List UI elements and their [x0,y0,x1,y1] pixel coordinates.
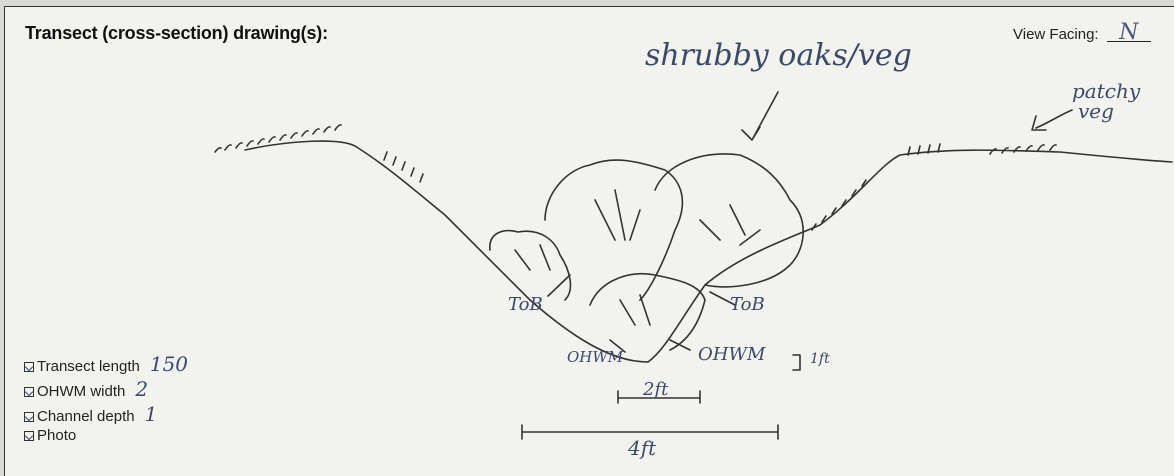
shrub-annotation: shrubby oaks/veg [645,38,912,73]
depth-bracket [793,355,800,370]
checklist-item-photo: Photo [24,427,188,452]
shrub-lower [590,274,705,350]
ohwm-width-label: OHWM width [37,383,125,400]
photo-checkbox[interactable] [24,431,34,441]
ohwm-width-checkbox[interactable] [24,387,34,397]
channel-depth-checkbox[interactable] [24,412,34,422]
veg-hatch-left [215,125,341,152]
channel-depth-value: 1 [145,402,158,426]
veg-hatch-right-slope [812,180,866,230]
depth-label: 1ft [810,351,830,367]
ohwm-left-label: OHWM [567,348,624,366]
shrub-arrow [742,92,778,140]
shrub-left [490,231,571,300]
transect-checklist: Transect length 150 OHWM width 2 Channel… [24,352,188,452]
checklist-item-transect-length: Transect length 150 [24,352,188,377]
ground-profile-left [245,141,648,362]
ground-profile-right [648,150,1172,362]
width-large-label: 4ft [627,436,657,460]
ohwm-right-label: OHWM [698,344,766,365]
transect-length-value: 150 [150,352,188,376]
checklist-item-ohwm-width: OHWM width 2 [24,377,188,402]
channel-depth-label: Channel depth [37,408,135,425]
width-small-label: 2ft [642,379,669,400]
veg-hatch-slope [384,152,423,182]
photo-label: Photo [37,427,76,444]
patchy-arrow [1032,110,1072,130]
tob-right-label: ToB [730,294,765,315]
transect-length-checkbox[interactable] [24,362,34,372]
transect-length-label: Transect length [37,358,140,375]
tob-left-label: ToB [508,294,543,315]
checklist-item-channel-depth: Channel depth 1 [24,402,188,427]
ohwm-width-value: 2 [135,377,148,401]
patchy-annotation-2: veg [1078,99,1114,123]
